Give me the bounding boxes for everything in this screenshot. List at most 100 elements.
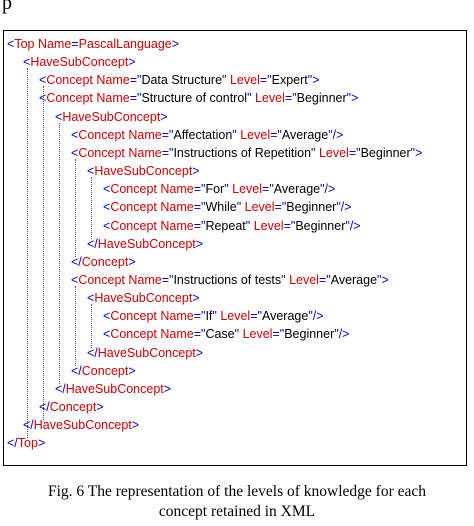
xml-attr-name: Name — [128, 272, 162, 287]
xml-attr-value: Average — [281, 127, 329, 142]
xml-tag-name: HaveSubConcept — [33, 418, 132, 433]
xml-tag-name: Concept — [78, 145, 125, 160]
xml-equals: = — [193, 309, 202, 324]
xml-attr-name: Name — [128, 145, 162, 160]
xml-attr-name: Name — [160, 182, 194, 197]
xml-quote: " — [247, 91, 252, 106]
xml-quote: " — [232, 127, 237, 142]
xml-bracket: > — [128, 363, 136, 378]
xml-equals: = — [348, 145, 357, 160]
xml-bracket: > — [160, 109, 168, 124]
xml-quote: " — [290, 218, 296, 233]
xml-bracket: < — [103, 200, 111, 215]
xml-tag-name: Concept — [46, 73, 93, 88]
xml-attr-value: Case — [205, 327, 235, 342]
xml-bracket: < — [103, 309, 111, 324]
xml-bracket: > — [163, 381, 172, 396]
xml-bracket: </ — [55, 381, 66, 396]
xml-equals: = — [161, 272, 170, 287]
xml-line: </Top> — [7, 434, 45, 452]
indent-guide — [91, 177, 92, 239]
xml-equals: = — [250, 309, 258, 324]
indent-guide — [59, 122, 60, 384]
xml-attr-name: Level — [242, 327, 273, 342]
xml-tag-name: Concept — [49, 400, 97, 414]
xml-tag-name: Top — [17, 436, 38, 451]
indent-guide — [27, 68, 28, 439]
xml-line: <Concept Name="While" Level="Beginner"/> — [103, 198, 352, 216]
xml-bracket: > — [381, 272, 389, 287]
xml-quote: " — [201, 309, 206, 324]
xml-line: <Concept Name="For" Level="Average"/> — [103, 180, 335, 198]
xml-line: </HaveSubConcept> — [55, 380, 171, 398]
xml-attr-name: Name — [160, 309, 194, 324]
xml-bracket: < — [87, 291, 95, 306]
xml-line: <HaveSubConcept> — [87, 162, 200, 180]
xml-line: </Concept> — [71, 362, 136, 380]
xml-line: <Concept Name="Data Structure" Level="Ex… — [39, 71, 320, 89]
xml-attr-value: Repeat — [205, 218, 246, 233]
xml-equals: = — [129, 73, 138, 88]
xml-tag-name: Concept — [110, 327, 157, 342]
xml-bracket: /> — [349, 218, 361, 233]
indent-guide — [75, 159, 76, 257]
xml-equals: = — [193, 218, 202, 233]
xml-equals: = — [129, 91, 138, 106]
xml-equals: = — [284, 91, 293, 106]
xml-bracket: > — [131, 418, 140, 433]
xml-quote: " — [137, 91, 142, 106]
xml-line: <Concept Name="Affectation" Level="Avera… — [71, 126, 343, 144]
xml-quote: " — [281, 200, 287, 215]
xml-attr-name: Level — [253, 218, 284, 233]
xml-quote: " — [169, 145, 174, 160]
page-fragment-text: p — [2, 0, 12, 14]
xml-attr-name: Name — [96, 91, 130, 106]
xml-line: </Concept> — [39, 398, 104, 416]
xml-quote: " — [326, 272, 331, 287]
xml-tag-name: HaveSubConcept — [97, 236, 196, 251]
xml-attr-value: Beginner — [295, 218, 346, 233]
xml-quote: " — [281, 272, 286, 287]
xml-bracket: /> — [332, 127, 344, 142]
xml-bracket: < — [103, 218, 111, 233]
xml-line: <Concept Name="Instructions of tests" Le… — [71, 271, 389, 289]
xml-quote: " — [269, 182, 274, 197]
xml-quote: " — [201, 182, 206, 197]
xml-attr-name: Level — [318, 145, 349, 160]
xml-quote: " — [222, 73, 227, 88]
xml-attr-value: PascalLanguage — [78, 37, 172, 51]
caption-line-2: concept retained in XML — [158, 503, 316, 520]
xml-tag-name: Concept — [78, 272, 125, 287]
xml-bracket: < — [71, 272, 79, 287]
xml-line: </HaveSubConcept> — [23, 416, 139, 434]
xml-bracket: > — [96, 400, 104, 414]
xml-attr-name: Name — [160, 200, 194, 215]
xml-tag-name: HaveSubConcept — [30, 55, 129, 70]
xml-bracket: /> — [338, 327, 350, 342]
xml-bracket: > — [192, 164, 200, 179]
xml-attr-value: Average — [273, 182, 321, 197]
xml-line: </HaveSubConcept> — [87, 235, 203, 253]
xml-attr-value: Beginner — [284, 327, 335, 342]
xml-attr-value: Structure of control — [141, 91, 248, 106]
xml-bracket: </ — [87, 236, 98, 251]
xml-line: <HaveSubConcept> — [87, 289, 200, 307]
xml-line: <HaveSubConcept> — [23, 53, 136, 71]
xml-attr-value: Beginner — [286, 200, 337, 215]
xml-quote: " — [410, 145, 416, 160]
xml-equals: = — [161, 127, 170, 142]
xml-quote: " — [307, 73, 313, 88]
xml-quote: " — [292, 91, 297, 106]
xml-bracket: /> — [312, 309, 324, 324]
indent-guide — [91, 304, 92, 348]
xml-bracket: < — [23, 55, 31, 70]
xml-tag-name: HaveSubConcept — [62, 109, 161, 124]
xml-tag-name: HaveSubConcept — [65, 381, 164, 396]
xml-quote: " — [201, 327, 206, 342]
xml-bracket: > — [195, 236, 204, 251]
figure-caption: Fig. 6 The representation of the levels … — [0, 482, 474, 522]
xml-attr-value: Expert — [271, 73, 308, 88]
xml-tag-name: Concept — [110, 182, 157, 197]
xml-line: </HaveSubConcept> — [87, 344, 203, 362]
xml-bracket: </ — [71, 254, 82, 269]
